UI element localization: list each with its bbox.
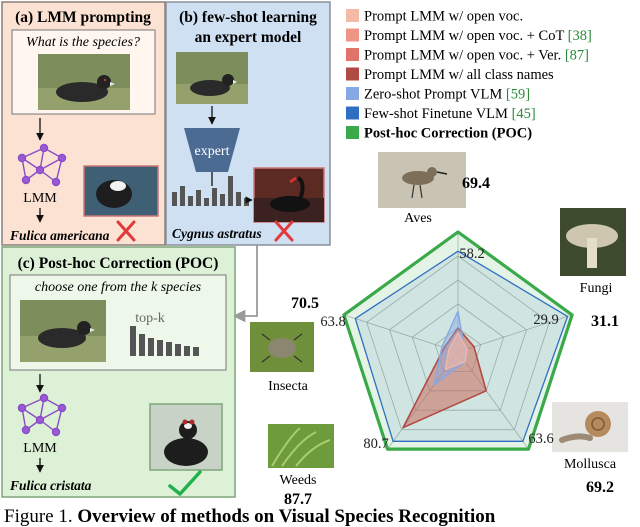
radar-poc-value: 69.2 [586, 479, 614, 496]
legend-label: Post-hoc Correction (POC) [364, 126, 532, 142]
panel-b-title-line2: an expert model [195, 29, 302, 46]
crested-coot-photo [149, 403, 223, 471]
legend-citation: [45] [512, 106, 536, 122]
topk-label: top-k [135, 311, 165, 326]
aves-photo [378, 152, 466, 208]
legend-label-text: Prompt LMM w/ open voc. [364, 9, 523, 25]
panel-b: (b) few-shot learning an expert model ex… [165, 1, 331, 246]
radar-axis-name: Fungi [580, 281, 613, 296]
legend-swatch [346, 87, 359, 100]
wrong-cross-mark [116, 220, 136, 242]
legend-swatch [346, 9, 359, 22]
neural-network-icon [17, 393, 67, 437]
legend-citation: [59] [506, 87, 530, 103]
coot-closeup-photo [83, 165, 159, 217]
panel-c-title: (c) Post-hoc Correction (POC) [18, 255, 219, 272]
radar-axis-name: Aves [404, 211, 432, 226]
radar-poc-value: 70.5 [291, 295, 319, 312]
radar-poc-value: 31.1 [591, 313, 619, 330]
legend-swatch [346, 106, 359, 120]
legend-label: Prompt LMM w/ open voc. + Ver. [87] [364, 48, 589, 64]
coot-photo [176, 52, 248, 104]
coot-photo [38, 54, 130, 110]
insecta-photo [250, 322, 314, 372]
mollusca-photo [552, 402, 628, 452]
panel-c-model-label: LMM [23, 441, 57, 456]
radar-spoke [457, 314, 573, 353]
legend-label-text: Post-hoc Correction (POC) [364, 126, 532, 142]
topk-connector-arrow [232, 245, 258, 323]
legend-swatch [346, 28, 359, 42]
radar-grid-ring [389, 279, 527, 411]
panel-b-title-line1: (b) few-shot learning [179, 9, 317, 26]
figure-caption: Figure 1. Overview of methods on Visual … [4, 506, 496, 527]
legend-swatch [346, 48, 359, 61]
legend-label: Zero-shot Prompt VLM [59] [364, 87, 530, 103]
legend-label-text: Prompt LMM w/ all class names [364, 67, 554, 83]
black-swan-photo [253, 167, 325, 223]
panel-a-prompt: What is the species? [26, 35, 140, 50]
panel-a-title: (a) LMM prompting [15, 9, 151, 26]
legend-label: Few-shot Finetune VLM [45] [364, 106, 536, 122]
radar-fewshot-value: 63.6 [528, 431, 553, 447]
legend-label-text: Prompt LMM w/ open voc. + CoT [364, 28, 568, 44]
radar-axis-name: Insecta [268, 379, 308, 394]
legend-citation: [87] [565, 48, 589, 64]
panel-c: (c) Post-hoc Correction (POC) choose one… [1, 246, 236, 498]
legend-label: Prompt LMM w/ all class names [364, 67, 554, 83]
weeds-photo [268, 424, 334, 468]
legend-label: Prompt LMM w/ open voc. [364, 9, 523, 25]
radar-axis-name: Mollusca [564, 457, 617, 472]
expert-model-icon [184, 128, 240, 172]
legend-citation: [38] [568, 28, 592, 44]
topk-bars-icon [130, 326, 199, 356]
fungi-photo [560, 208, 626, 276]
legend: Prompt LMM w/ open voc. Prompt LMM w/ ope… [346, 9, 592, 142]
coot-photo [20, 300, 106, 362]
panel-c-answer: Fulica cristata [9, 478, 92, 493]
legend-label-text: Prompt LMM w/ open voc. + Ver. [364, 48, 565, 64]
radar-fewshot-value: 58.2 [459, 246, 484, 262]
neural-network-icon [17, 143, 67, 187]
panel-c-prompt: choose one from the k species [35, 280, 202, 295]
radar-spoke [343, 314, 459, 353]
radar-axis-name: Weeds [280, 473, 317, 488]
expert-label: expert [195, 144, 230, 159]
legend-swatch [346, 126, 359, 139]
radar-grid-ring [366, 255, 550, 431]
panel-a-answer: Fulica americana [9, 228, 110, 243]
wrong-cross-mark [274, 220, 294, 242]
legend-label-text: Zero-shot Prompt VLM [364, 87, 506, 103]
radar-fewshot-value: 63.8 [320, 314, 345, 330]
panel-a: (a) LMM prompting What is the species? L… [1, 1, 166, 246]
radar-poc-value: 87.7 [284, 491, 312, 508]
panel-a-model-label: LMM [23, 191, 57, 206]
radar-fewshot-value: 29.9 [533, 312, 558, 328]
panel-b-answer: Cygnus astratus [172, 226, 262, 241]
radar-fewshot-value: 80.7 [363, 436, 388, 452]
radar-series [342, 230, 574, 451]
legend-label-text: Few-shot Finetune VLM [364, 106, 512, 122]
caption-prefix: Figure 1. [4, 506, 77, 527]
legend-swatch [346, 67, 359, 81]
caption-bold-text: Overview of methods on Visual Species Re… [77, 506, 495, 527]
legend-label: Prompt LMM w/ open voc. + CoT [38] [364, 28, 592, 44]
correct-check-mark [168, 470, 202, 496]
radar-series-prompt-lmm-w-open-voc [444, 332, 468, 371]
radar-poc-value: 69.4 [462, 175, 490, 192]
